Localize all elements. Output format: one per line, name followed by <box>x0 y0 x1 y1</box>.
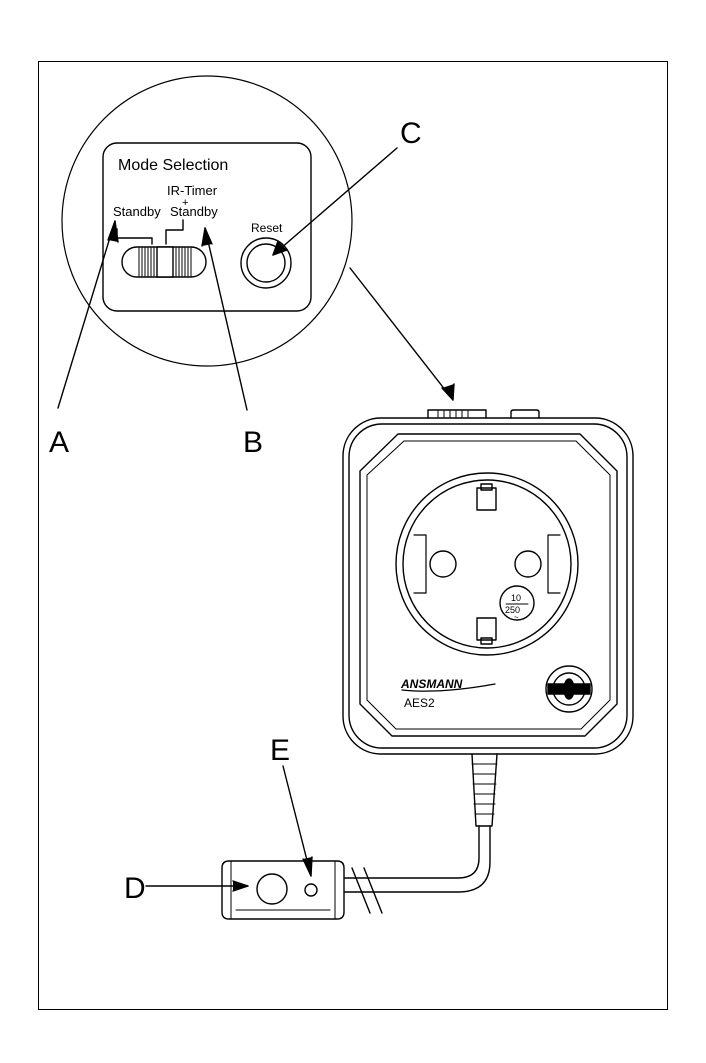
arrow-head-b <box>202 228 212 246</box>
model-label: AES2 <box>404 696 435 710</box>
ir-timer-label: IR-Timer <box>167 183 218 198</box>
device-top-switch <box>428 410 486 418</box>
standby-label: Standby <box>113 204 161 219</box>
switch-knurl-left <box>139 248 154 276</box>
socket-hole-right <box>515 551 541 577</box>
magnifier-circle <box>62 76 352 366</box>
rating-tilde: ~ <box>514 613 519 622</box>
socket-contact-right <box>548 535 560 593</box>
arrow-head-a <box>108 221 118 242</box>
rating-top: 10 <box>511 593 521 603</box>
callout-line-b <box>205 228 247 410</box>
socket-contact-left <box>414 535 426 593</box>
callout-d: D <box>124 872 146 905</box>
callout-a: A <box>49 426 69 459</box>
callout-b: B <box>243 426 263 459</box>
reset-label: Reset <box>251 221 283 235</box>
device-top-switch-ribs <box>438 411 468 417</box>
socket-earth-top-tab <box>481 484 492 490</box>
socket-earth-top <box>477 488 496 510</box>
strain-relief <box>472 754 497 826</box>
device-top-button[interactable] <box>511 410 539 418</box>
brand-logo: ANSMANN <box>400 677 463 691</box>
switch-knurl-right <box>176 248 191 276</box>
socket-inner <box>403 480 571 648</box>
mode-selection-title: Mode Selection <box>118 157 228 174</box>
arrow-head-e <box>303 857 312 876</box>
ir-sensor-lens <box>257 874 287 904</box>
socket-outer <box>396 473 578 655</box>
arrow-head-connector <box>442 384 454 400</box>
magnifier-connector <box>350 268 453 400</box>
arrow-head-d <box>233 881 248 891</box>
callout-e: E <box>270 734 290 767</box>
callout-c: C <box>400 117 422 150</box>
cable-bottom-edge <box>345 826 490 892</box>
socket-earth-bottom-tab <box>481 638 492 644</box>
callout-line-c <box>273 148 397 255</box>
switch-slider[interactable] <box>157 247 173 277</box>
seal-logo-zero <box>564 679 574 699</box>
arrow-head-c <box>273 241 287 255</box>
device-housing-outer <box>343 418 633 754</box>
callout-line-a <box>58 221 115 408</box>
switch-line-ir <box>166 220 183 244</box>
ir-sensor-led <box>305 884 317 896</box>
socket-earth-bottom <box>477 618 496 640</box>
ir-standby-label: Standby <box>170 204 218 219</box>
socket-hole-left <box>430 551 456 577</box>
switch-line-standby <box>117 229 152 244</box>
